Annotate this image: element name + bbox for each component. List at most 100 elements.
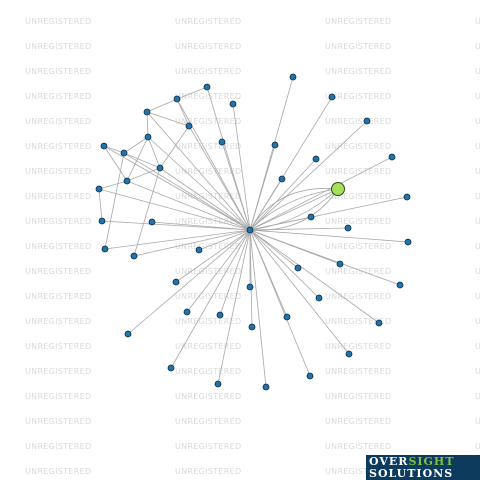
graph-edge [126,136,149,182]
graph-edge [123,152,161,169]
oversight-solutions-logo: OVERSIGHT SOLUTIONS [366,455,480,480]
graph-node [203,83,211,91]
graph-edge [249,120,368,231]
watermark-text: UNREGISTERED [175,92,241,101]
watermark-text: UNREGISTERED [325,67,391,76]
watermark-text: UNREGISTERED [175,192,241,201]
graph-node [404,238,412,246]
watermark-text: UNREGISTERED [325,392,391,401]
graph-edge [219,229,251,316]
graph-edge [249,229,380,324]
watermark-text: UNREGISTERED [475,267,480,276]
watermark-text: UNREGISTERED [175,42,241,51]
graph-node [246,283,254,291]
watermark-text: UNREGISTERED [325,317,391,326]
watermark-text: UNREGISTERED [25,192,91,201]
graph-node [144,133,152,141]
graph-node [388,153,396,161]
watermark-text: UNREGISTERED [25,417,91,426]
graph-edge [249,188,339,231]
watermark-text: UNREGISTERED [25,242,91,251]
watermark-text: UNREGISTERED [175,167,241,176]
graph-edge [186,229,251,313]
graph-edge [170,229,251,369]
graph-edge [175,229,251,283]
watermark-text: UNREGISTERED [325,292,391,301]
watermark-text: UNREGISTERED [475,217,480,226]
node-layer [95,73,412,391]
graph-edge [104,229,251,250]
graph-edge [249,229,350,355]
graph-node [185,122,193,130]
watermark-text: UNREGISTERED [475,417,480,426]
watermark-text: UNREGISTERED [325,367,391,376]
graph-edge [249,229,341,265]
graph-node [396,281,404,289]
graph-edge [103,145,125,154]
graph-node [312,155,320,163]
watermark-text: UNREGISTERED [325,467,391,476]
watermark-text: UNREGISTERED [325,442,391,451]
watermark-text: UNREGISTERED [475,317,480,326]
graph-edge [176,86,208,100]
graph-edge [249,188,339,231]
graph-edge [249,229,409,243]
watermark-text: UNREGISTERED [175,342,241,351]
watermark-text: UNREGISTERED [325,42,391,51]
watermark-text: UNREGISTERED [25,367,91,376]
graph-node [214,380,222,388]
watermark-text: UNREGISTERED [325,242,391,251]
graph-node [195,246,203,254]
graph-edge [176,98,251,231]
graph-node [143,108,151,116]
graph-edge [126,167,161,182]
graph-node [218,138,226,146]
watermark-text: UNREGISTERED [475,442,480,451]
watermark-text: UNREGISTERED [325,267,391,276]
graph-node [98,217,106,225]
watermark-text: UNREGISTERED [325,342,391,351]
graph-node [283,313,291,321]
graph-node [229,100,237,108]
watermark-text: UNREGISTERED [25,317,91,326]
graph-edge [249,229,267,388]
watermark-text: UNREGISTERED [475,42,480,51]
graph-node [173,95,181,103]
graph-node [345,350,353,358]
graph-node [403,193,411,201]
watermark-text: UNREGISTERED [325,217,391,226]
watermark-text: UNREGISTERED [25,342,91,351]
watermark-text: UNREGISTERED [475,342,480,351]
watermark-text: UNREGISTERED [475,67,480,76]
graph-edge [249,144,276,231]
graph-node [95,185,103,193]
graph-edge [126,180,251,231]
graph-edge [146,111,149,138]
watermark-text: UNREGISTERED [475,367,480,376]
logo-word-2: SOLUTIONS [369,467,454,480]
graph-edge [123,136,149,154]
graph-node [123,177,131,185]
graph-edge [249,229,299,269]
graph-node [248,323,256,331]
graph-node [183,308,191,316]
graph-edge [176,98,190,127]
graph-edge [103,145,251,231]
watermark-text: UNREGISTERED [175,267,241,276]
graph-node [294,264,302,272]
edge-layer [98,76,409,388]
hub-node [246,226,254,234]
watermark-text: UNREGISTERED [175,217,241,226]
graph-node [306,372,314,380]
focus-node [331,182,345,196]
graph-edge [103,145,128,182]
graph-edge [249,216,312,231]
graph-edge [217,229,251,385]
graph-node [375,319,383,327]
graph-node [120,149,128,157]
watermark-text: UNREGISTERED [475,142,480,151]
graph-edge [232,103,251,231]
watermark-text: UNREGISTERED [325,17,391,26]
graph-edge [249,229,288,318]
graph-node [307,213,315,221]
